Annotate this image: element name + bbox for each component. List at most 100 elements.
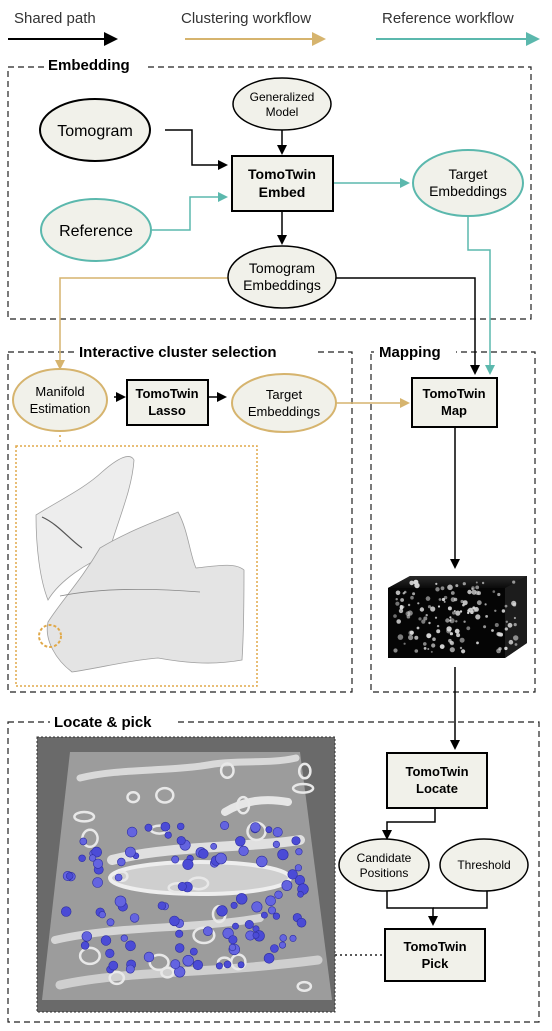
- picked-particle: [125, 940, 136, 952]
- lasso-node: TomoTwin Lasso: [126, 379, 209, 426]
- volume-particle: [467, 611, 470, 615]
- volume-particle: [393, 614, 397, 618]
- picked-particle: [120, 934, 128, 942]
- picked-particle: [210, 843, 218, 850]
- volume-particle: [435, 582, 438, 586]
- picked-particle: [297, 890, 304, 898]
- picked-particle: [129, 913, 140, 923]
- picked-particle: [216, 905, 228, 917]
- volume-particle: [512, 580, 516, 584]
- picked-particle: [235, 836, 246, 847]
- picked-particle: [79, 837, 88, 846]
- picked-particle: [170, 959, 181, 970]
- locate-section-frame: [7, 721, 540, 1023]
- vesicle-ring: [108, 970, 126, 986]
- picked-particle: [88, 854, 97, 862]
- arrow-tomo-embeddings-to-manifold: [55, 277, 228, 370]
- picked-particle: [176, 836, 186, 846]
- manifold-lobe-lower: [46, 511, 245, 673]
- picked-particle: [108, 960, 119, 971]
- volume-particle: [471, 587, 474, 591]
- volume-body: [388, 576, 527, 658]
- picked-particle: [244, 919, 254, 929]
- ref-targets-line2: Embeddings: [429, 183, 507, 199]
- volume-particle: [395, 601, 400, 606]
- picked-particle: [175, 943, 185, 953]
- vesicle-ring: [297, 762, 312, 780]
- volume-particle: [431, 643, 436, 648]
- picked-particle: [177, 881, 187, 891]
- volume-particle: [409, 580, 415, 586]
- volume-particle: [435, 587, 440, 592]
- picked-particle: [272, 827, 283, 838]
- volume-particle: [437, 605, 441, 608]
- picked-particle: [294, 864, 303, 872]
- volume-particle: [418, 617, 422, 621]
- arrow-tomogram-to-embed: [165, 129, 228, 170]
- picked-particle: [177, 822, 185, 831]
- volume-particle: [427, 648, 430, 650]
- tomo-embeddings-line1: Tomogram: [249, 260, 315, 276]
- picked-particle: [278, 941, 286, 949]
- picked-particle: [80, 941, 90, 950]
- volume-particle: [514, 643, 518, 646]
- arrow-ref-targets-to-map: [467, 216, 495, 375]
- volume-particle: [454, 628, 460, 634]
- threshold-label: Threshold: [457, 858, 510, 872]
- picked-particle: [157, 901, 167, 910]
- volume-particle: [441, 597, 446, 602]
- volume-particle: [413, 579, 419, 585]
- volume-particle: [445, 618, 450, 623]
- picked-particle: [81, 931, 93, 942]
- picked-particle: [252, 931, 260, 939]
- volume-particle: [476, 641, 479, 645]
- picked-particle: [250, 822, 261, 833]
- picked-particle: [272, 840, 281, 849]
- volume-particle: [467, 589, 472, 595]
- picked-particle: [215, 962, 223, 970]
- cluster-title-bg: [74, 341, 318, 361]
- volume-particle: [463, 620, 466, 623]
- selected-cluster-circle: [38, 624, 62, 648]
- volume-particle: [452, 611, 456, 615]
- picked-particle: [236, 893, 248, 905]
- generalized-model-node: Generalized Model: [232, 77, 332, 131]
- volume-particle: [423, 647, 427, 650]
- picked-particle: [171, 855, 180, 864]
- volume-particle: [400, 598, 404, 602]
- picked-particle: [270, 944, 279, 953]
- volume-particle: [456, 633, 461, 638]
- locate-line2: Locate: [416, 781, 458, 796]
- volume-particle: [416, 626, 420, 630]
- picked-particle: [232, 922, 239, 930]
- picked-particle: [220, 820, 230, 830]
- volume-particle: [462, 600, 468, 606]
- volume-particle: [491, 629, 494, 632]
- cluster-target-embeddings-node: Target Embeddings: [231, 373, 337, 433]
- volume-particle: [459, 610, 463, 613]
- picked-particle: [198, 848, 209, 859]
- volume-particle: [476, 600, 482, 606]
- volume-particles: [393, 579, 519, 654]
- volume-particle: [459, 646, 463, 650]
- picked-particle: [203, 926, 213, 937]
- locate-section-title: Locate & pick: [54, 714, 152, 731]
- volume-particle: [443, 595, 448, 600]
- volume-particle: [421, 619, 426, 624]
- tomogram-volume-render: [388, 576, 527, 658]
- volume-particle: [396, 619, 402, 624]
- volume-particle: [449, 640, 454, 645]
- volume-particle: [414, 635, 419, 640]
- volume-particle: [443, 600, 446, 603]
- picked-particle: [160, 821, 171, 832]
- legend: Shared path Clustering workflow Referenc…: [8, 10, 540, 46]
- volume-particle: [455, 610, 461, 616]
- volume-particle: [410, 595, 414, 600]
- picked-particle: [295, 848, 303, 856]
- candidate-positions-node: Candidate Positions: [338, 838, 430, 892]
- reference-label: Reference: [59, 223, 133, 240]
- volume-particle: [397, 634, 404, 640]
- cluster-targets-line1: Target: [266, 387, 303, 402]
- locate-line1: TomoTwin: [405, 764, 468, 779]
- picked-particle: [60, 906, 72, 917]
